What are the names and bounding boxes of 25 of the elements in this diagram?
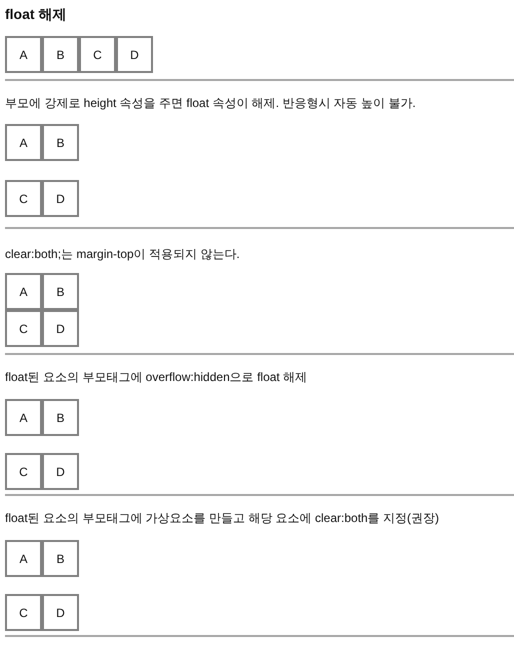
letter-box: D	[42, 453, 79, 490]
letter-box: C	[5, 310, 42, 347]
description-text: 부모에 강제로 height 속성을 주면 float 속성이 해제. 반응형시 자동 높이 불가.	[5, 95, 416, 111]
letter-box: A	[5, 36, 42, 73]
letter-box: C	[5, 594, 42, 631]
description-text: float된 요소의 부모태그에 overflow:hidden으로 float 해제	[5, 369, 308, 385]
letter-box: D	[42, 310, 79, 347]
letter-box: B	[42, 124, 79, 161]
letter-box: C	[79, 36, 116, 73]
letter-box: D	[116, 36, 153, 73]
letter-box: B	[42, 36, 79, 73]
heading: float 해제	[5, 5, 66, 23]
letter-box: A	[5, 273, 42, 310]
letter-box: A	[5, 399, 42, 436]
letter-box: D	[42, 180, 79, 217]
letter-box: D	[42, 594, 79, 631]
letter-box: C	[5, 180, 42, 217]
letter-box: B	[42, 540, 79, 577]
description-text: clear:both;는 margin-top이 적용되지 않는다.	[5, 246, 240, 262]
letter-box: A	[5, 124, 42, 161]
letter-box: A	[5, 540, 42, 577]
letter-box: B	[42, 399, 79, 436]
letter-box: C	[5, 453, 42, 490]
letter-box: B	[42, 273, 79, 310]
description-text: float된 요소의 부모태그에 가상요소를 만들고 해당 요소에 clear:both를 지정(권장)	[5, 510, 440, 526]
